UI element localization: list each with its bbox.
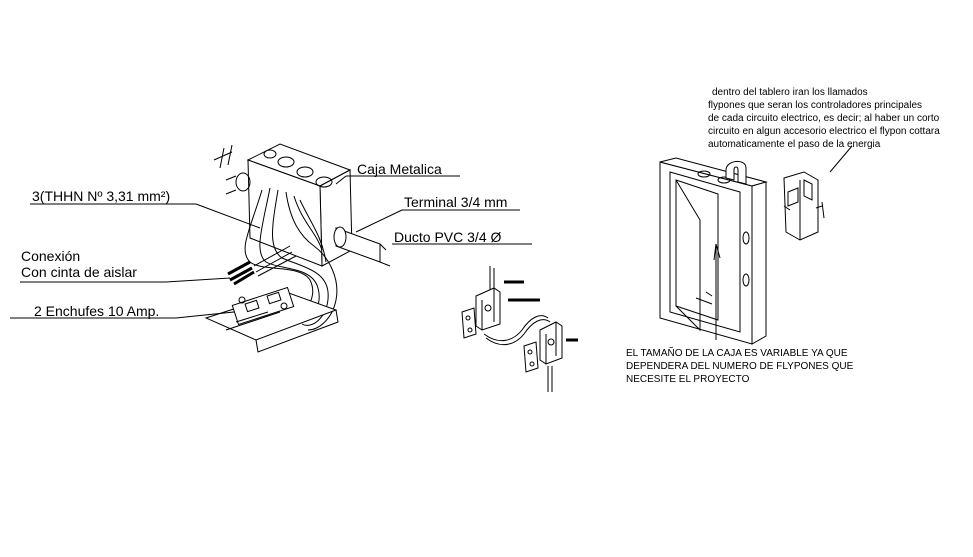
box-side-face [319,169,353,267]
note-line-1: dentro del tablero iran los llamados [712,87,868,98]
board-door [675,179,719,321]
label-cinta-aislar: Con cinta de aislar [21,264,137,280]
flypon-note: dentro del tablero iran los llamados fly… [708,87,940,150]
label-enchufes: 2 Enchufes 10 Amp. [34,303,159,319]
break-line [213,144,233,169]
caption-line-3: NECESITE EL PROYECTO [626,374,750,385]
note-line-4: circuito en algun accesorio electrico el… [708,126,940,137]
caption-line-2: DEPENDERA DEL NUMERO DE FLYPONES QUE [626,361,854,372]
conduit-elbow [725,161,747,185]
label-ducto-pvc: Ducto PVC 3/4 Ø [394,229,501,245]
flypon-leader [829,145,853,173]
insulating-tape [227,260,255,286]
outlet-boxes-detail [461,266,578,392]
metal-junction-box-assembly [204,143,391,353]
box-size-caption: EL TAMAÑO DE LA CAJA ES VARIABLE YA QUE … [626,346,854,385]
distribution-board [659,157,768,345]
leader-lines [10,175,532,319]
note-line-3: de cada circuito electrico, es decir; al… [708,113,940,124]
label-thhn-wire: 3(THHN Nº 3,31 mm²) [32,188,170,204]
outlet-box-1 [475,287,501,331]
note-line-2: flypones que seran los controladores pri… [708,100,922,111]
label-caja-metalica: Caja Metalica [357,161,442,177]
label-conexion: Conexión [21,248,80,264]
note-line-5: automaticamente el paso de la energia [708,139,881,150]
box-front-face [247,159,323,267]
outlet-box-2 [539,321,563,365]
flypon-breaker [783,145,853,241]
label-terminal: Terminal 3/4 mm [404,194,507,210]
caption-line-1: EL TAMAÑO DE LA CAJA ES VARIABLE YA QUE [626,346,848,359]
